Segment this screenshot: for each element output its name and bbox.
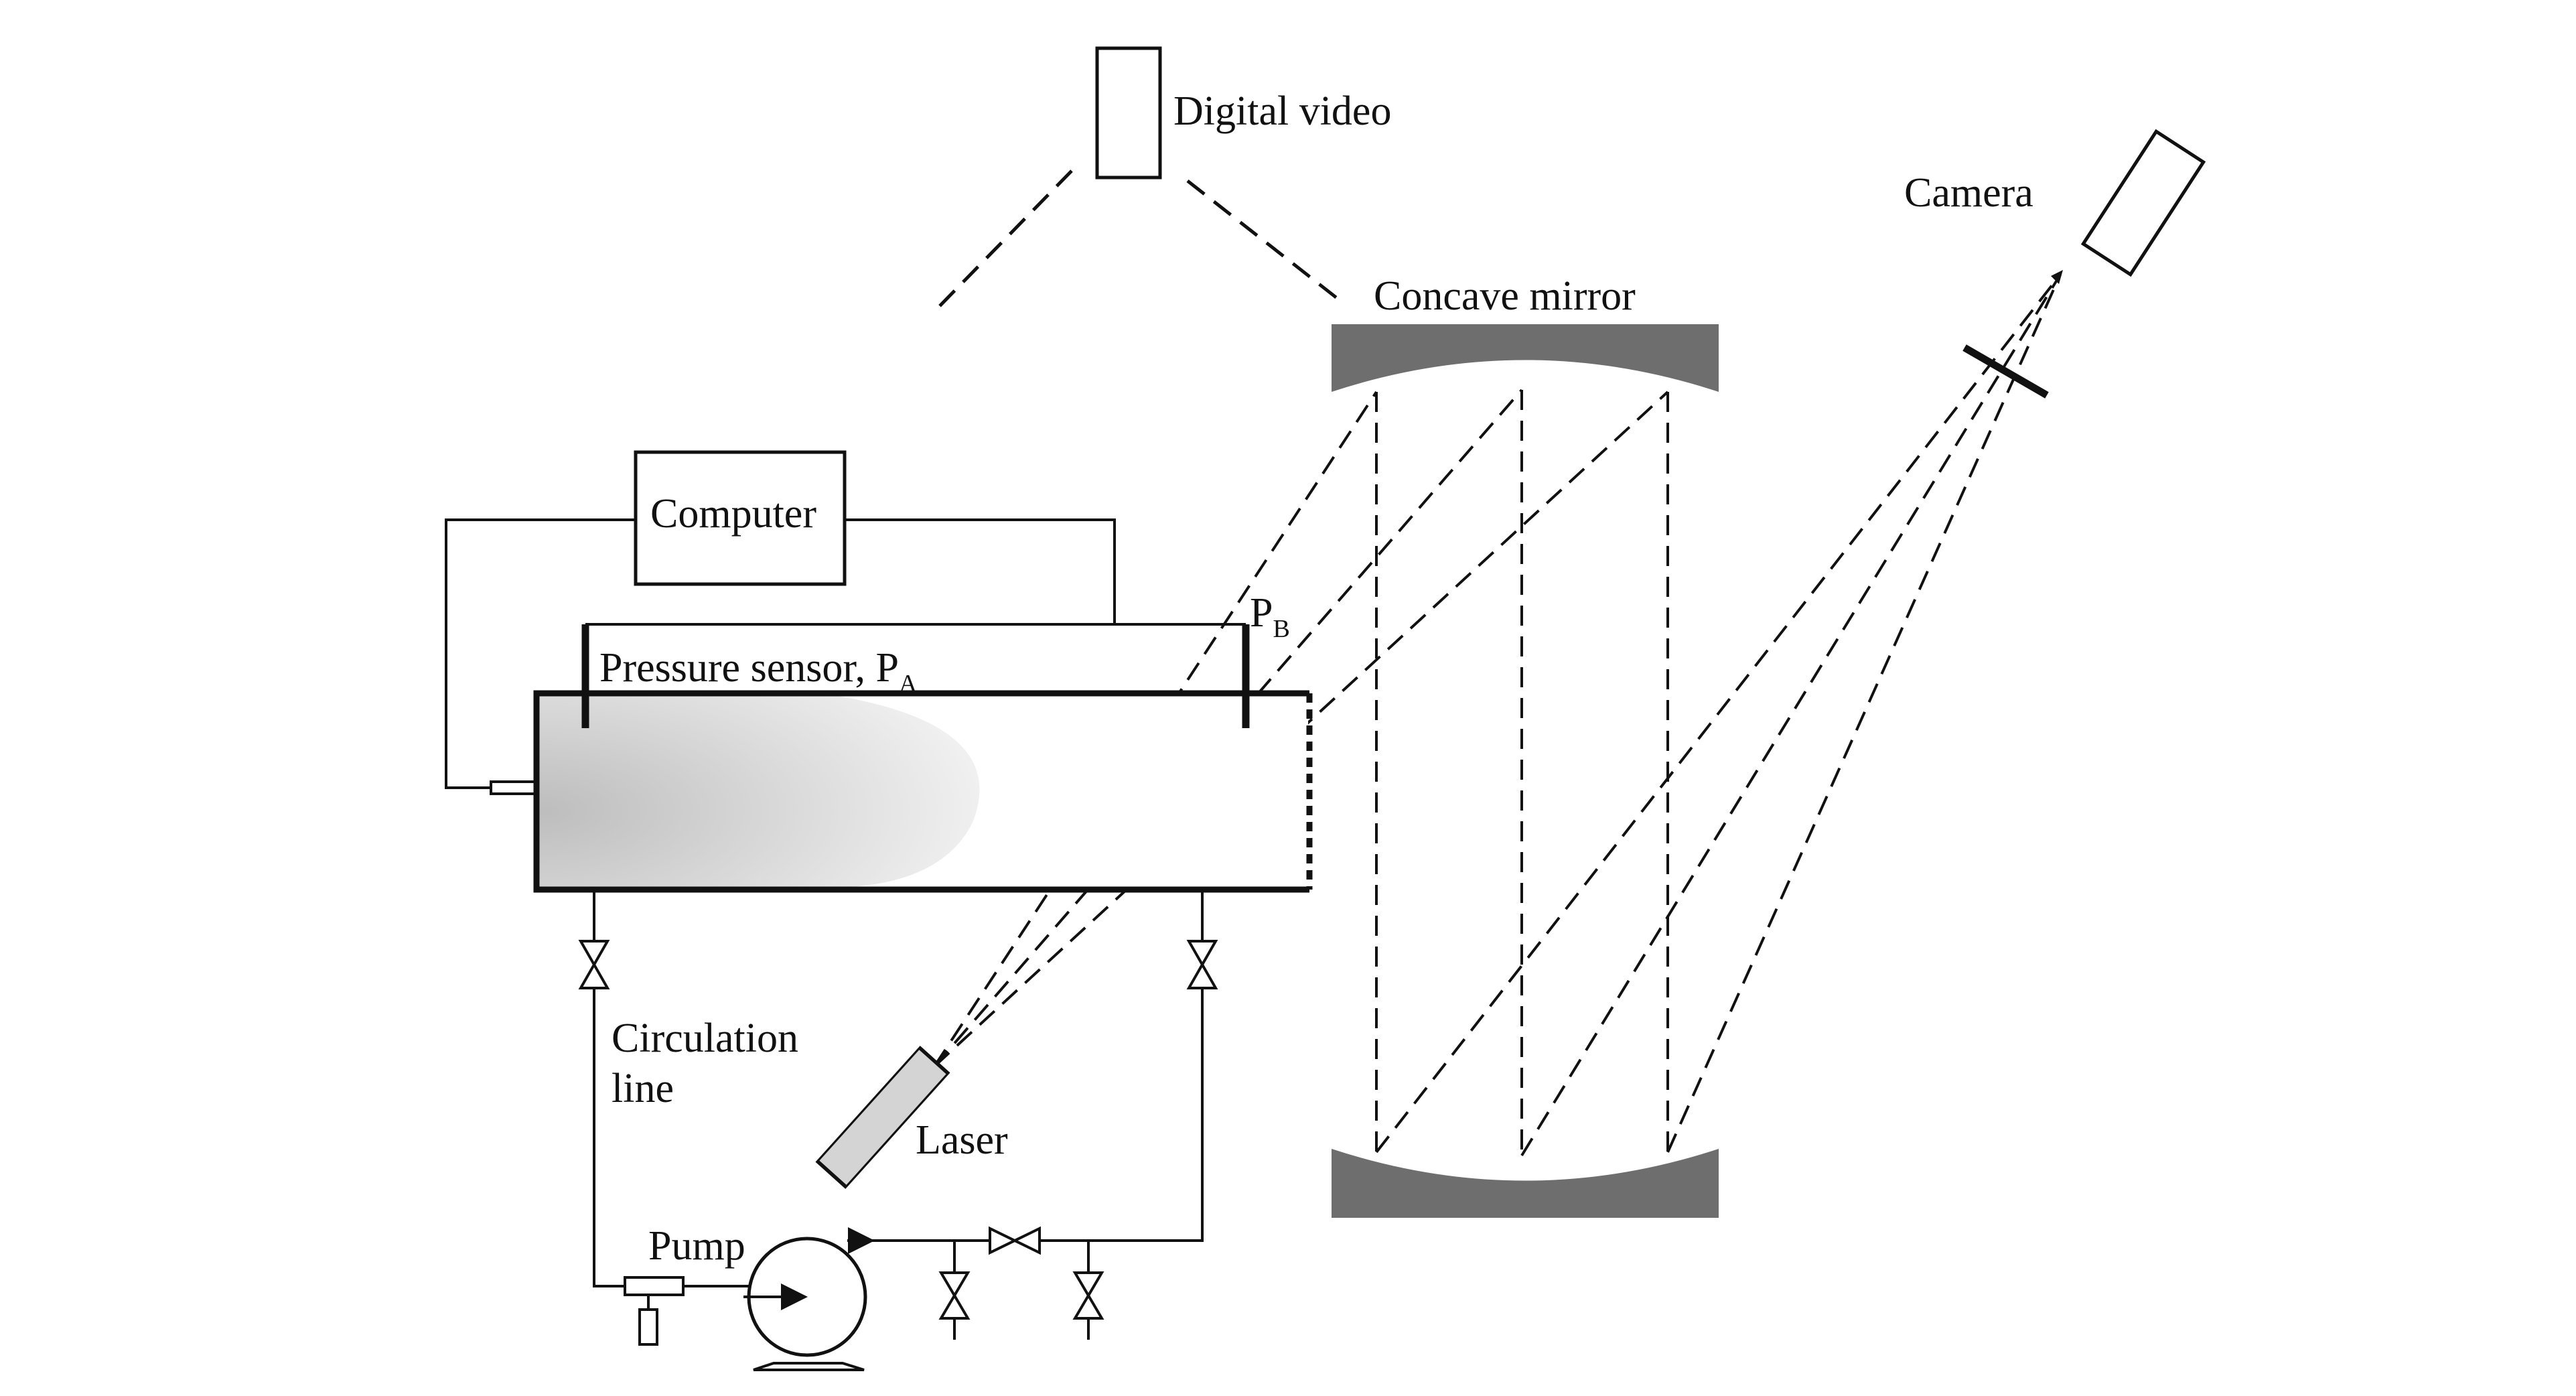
pb-label: PB bbox=[1250, 590, 1290, 643]
valve-left bbox=[578, 940, 610, 989]
valve-drain-1 bbox=[938, 1271, 971, 1320]
concave-mirror-label: Concave mirror bbox=[1374, 273, 1636, 319]
camera-beam-arrow bbox=[2051, 270, 2063, 284]
pump bbox=[743, 1237, 867, 1371]
pressure-sensor-subscript: A bbox=[899, 670, 918, 698]
computer-box bbox=[634, 450, 847, 586]
pressure-sensor-label: Pressure sensor, PA bbox=[599, 645, 918, 698]
camera-label: Camera bbox=[1904, 170, 2033, 216]
computer-wiring bbox=[445, 518, 1246, 789]
concave-mirror-top bbox=[1332, 324, 1719, 392]
gas-cloud bbox=[539, 695, 980, 888]
computer-label: Computer bbox=[650, 491, 816, 537]
pump-filter bbox=[624, 1276, 685, 1346]
digital-video-view-lines bbox=[933, 169, 1344, 313]
pump-label: Pump bbox=[648, 1223, 745, 1269]
valve-horizontal bbox=[989, 1226, 1041, 1255]
circulation-line-label-2: line bbox=[612, 1066, 674, 1111]
circulation-line-label-1: Circulation bbox=[612, 1016, 798, 1061]
tank-port bbox=[490, 780, 536, 795]
pb-subscript: B bbox=[1273, 615, 1289, 643]
camera-device bbox=[2080, 129, 2206, 277]
laser-device bbox=[815, 1046, 950, 1189]
valves bbox=[578, 940, 1218, 1320]
test-tank bbox=[533, 690, 1313, 893]
concave-mirror-bottom bbox=[1332, 1149, 1719, 1218]
valve-right bbox=[1186, 940, 1218, 989]
valve-drain-2 bbox=[1072, 1271, 1104, 1320]
digital-video-device bbox=[1095, 46, 1162, 180]
laser-label: Laser bbox=[916, 1117, 1008, 1163]
camera-filter bbox=[1962, 344, 2049, 399]
digital-video-label: Digital video bbox=[1173, 88, 1391, 134]
pressure-sensor-text: Pressure sensor, P bbox=[599, 645, 899, 691]
pb-text: P bbox=[1250, 590, 1273, 636]
